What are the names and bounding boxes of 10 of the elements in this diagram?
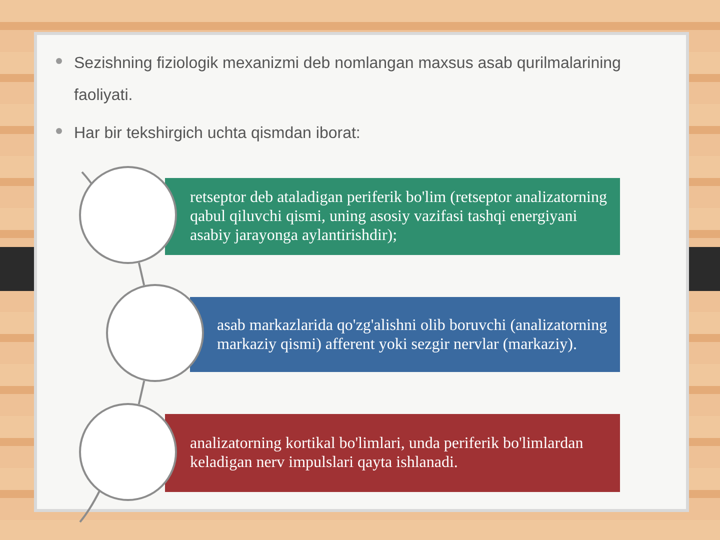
- bullet-text: Har bir tekshirgich uchta qismdan iborat:: [74, 124, 360, 144]
- bullet-text: Sezishning fiziologik mexanizmi deb nomlangan maxsus asab qurilmalarining faoliyati.: [74, 54, 622, 106]
- text-bar: [190, 297, 620, 372]
- connector-line: [138, 380, 146, 404]
- bar-text: asab markazlarida qo'zg'alishni olib boruvchi (analizatorning markaziy qismi) afferent yoki sezgir nervlar (markaziy).: [217, 316, 608, 354]
- bar-text: analizatorning kortikal bo'limlari, unda periferik bo'limlardan keladigan nerv impulslari qayta ishlanadi.: [190, 434, 584, 472]
- text-bar: [165, 414, 620, 492]
- bar-text: retseptor deb ataladigan periferik bo'lim (retseptor analizatorning qabul qiluvchi qismi, uning asosiy vazifasi tashqi energiyani asabiy jarayonga aylantirishdir);: [190, 188, 608, 245]
- text-bar: [165, 178, 620, 255]
- connector-line: [138, 262, 146, 286]
